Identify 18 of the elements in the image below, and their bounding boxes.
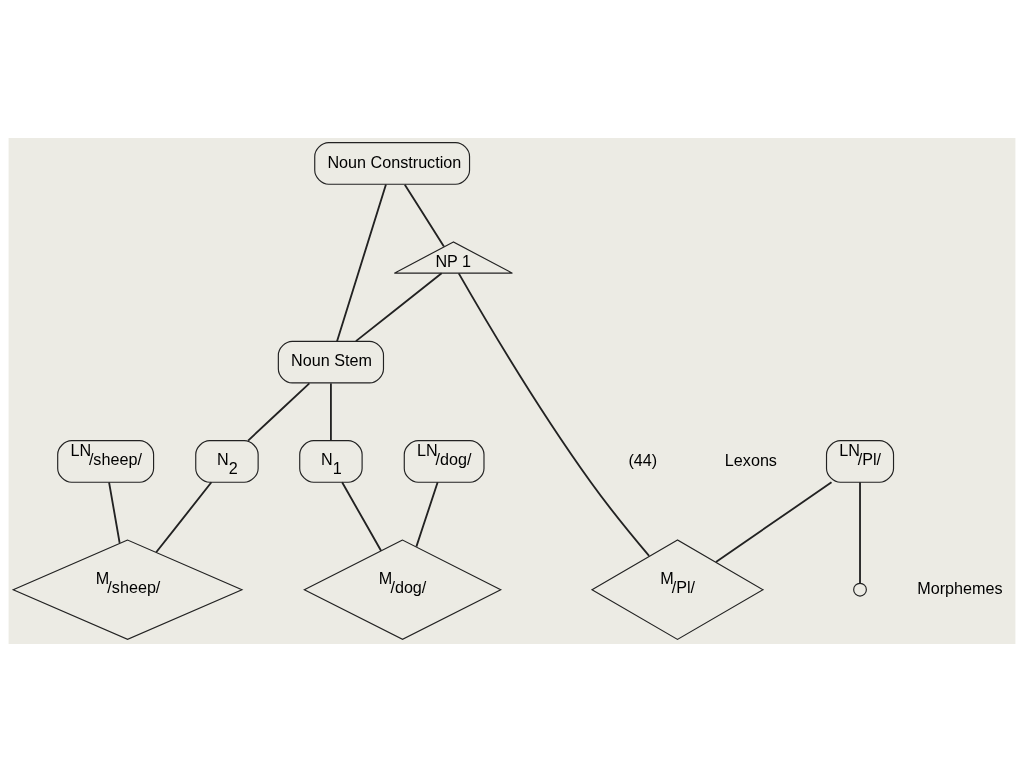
connector	[859, 480, 861, 584]
label: Lexons	[724, 450, 777, 469]
connector	[457, 271, 651, 557]
connector	[330, 381, 332, 441]
label: Morphemes	[917, 578, 1003, 597]
node-box: Noun Construction	[314, 141, 471, 185]
node-circle	[853, 582, 867, 597]
connector	[341, 480, 382, 552]
connector	[403, 183, 445, 248]
connector	[336, 183, 387, 342]
connector	[355, 271, 443, 342]
connector	[155, 480, 213, 553]
connector	[415, 480, 439, 548]
label: (44)	[628, 450, 658, 469]
connector	[247, 381, 311, 441]
connector	[715, 480, 833, 563]
connector	[108, 480, 121, 544]
node-box: Noun Stem	[277, 340, 385, 383]
